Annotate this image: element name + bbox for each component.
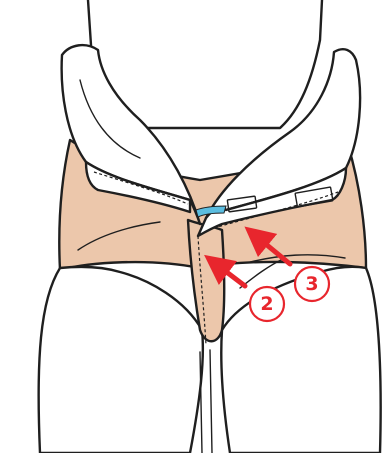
- step-2-number: 2: [260, 293, 273, 315]
- left-leg: [39, 267, 203, 453]
- crotch-seam-line: [210, 350, 212, 453]
- step-3-badge: 3: [295, 267, 329, 301]
- step-3-number: 3: [305, 273, 318, 295]
- step-2-badge: 2: [250, 287, 284, 321]
